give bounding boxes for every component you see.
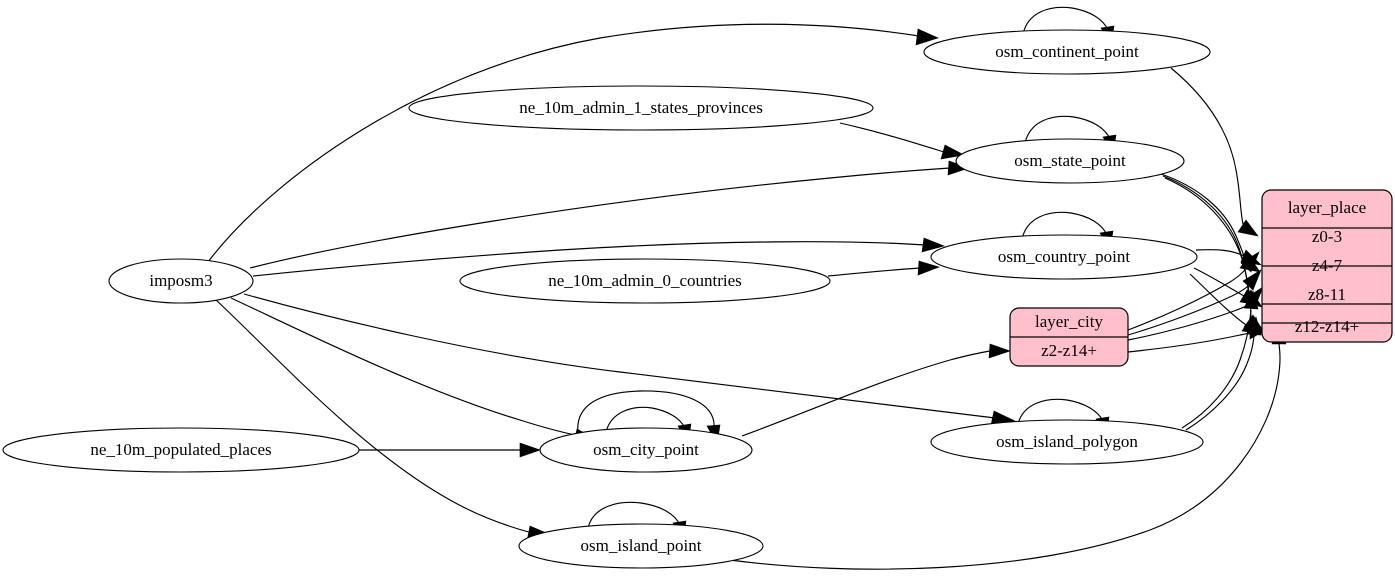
node-label-ne-10m-admin-1-states-provinces: ne_10m_admin_1_states_provinces xyxy=(519,98,763,117)
node-ne-10m-admin-0-countries[interactable]: ne_10m_admin_0_countries xyxy=(459,258,831,304)
node-layer: imposm3 ne_10m_admin_1_states_provinces … xyxy=(2,29,1211,569)
edge-osm-island-polygon-to-layer-place-z8-11 xyxy=(1181,290,1259,429)
node-imposm3[interactable]: imposm3 xyxy=(108,258,254,304)
edge-ne-admin-0-to-osm-country-point xyxy=(827,260,940,277)
edge-osm-continent-point-to-layer-place-z0-3 xyxy=(1170,67,1259,237)
edge-imposm3-to-osm-city-point xyxy=(230,297,598,444)
node-label-ne-10m-admin-0-countries: ne_10m_admin_0_countries xyxy=(548,271,742,290)
edge-imposm3-to-osm-continent-point xyxy=(207,23,939,263)
node-osm-continent-point[interactable]: osm_continent_point xyxy=(923,29,1211,75)
record-layer-city[interactable]: layer_city z2-z14+ xyxy=(1009,307,1129,367)
node-label-osm-state-point: osm_state_point xyxy=(1014,151,1126,170)
edge-layer-city-to-layer-place-z0-3 xyxy=(1127,251,1260,331)
node-label-ne-10m-populated-places: ne_10m_populated_places xyxy=(90,440,271,459)
edge-osm-city-point-to-layer-city xyxy=(741,343,1011,437)
edge-ne-populated-places-to-osm-city-point xyxy=(359,442,541,458)
record-header-layer-city: layer_city xyxy=(1035,312,1103,331)
node-label-imposm3: imposm3 xyxy=(149,271,212,290)
record-layer-place[interactable]: layer_place z0-3 z4-7 z8-11 z12-z14+ xyxy=(1261,189,1393,343)
edge-imposm3-to-osm-island-point xyxy=(215,299,552,542)
node-osm-country-point[interactable]: osm_country_point xyxy=(930,234,1198,280)
edge-imposm3-to-osm-island-polygon xyxy=(243,293,1016,426)
edge-imposm3-to-osm-state-point xyxy=(249,160,970,269)
edge-imposm3-to-osm-country-point xyxy=(252,237,945,277)
node-label-osm-continent-point: osm_continent_point xyxy=(995,42,1139,61)
edge-osm-island-polygon-to-layer-place-z12-z14 xyxy=(1185,316,1262,431)
node-label-osm-island-point: osm_island_point xyxy=(581,536,702,555)
node-label-osm-country-point: osm_country_point xyxy=(998,247,1130,266)
edge-ne-admin-1-to-osm-state-point xyxy=(839,122,965,160)
record-row-layer-place-z8-11[interactable]: z8-11 xyxy=(1308,285,1346,304)
record-layer: layer_place z0-3 z4-7 z8-11 z12-z14+ lay… xyxy=(1009,189,1393,367)
edge-layer-city-to-layer-place-z4-7 xyxy=(1127,269,1262,336)
record-row-layer-city-z2-z14[interactable]: z2-z14+ xyxy=(1041,341,1097,360)
record-header-layer-place: layer_place xyxy=(1288,198,1366,217)
node-ne-10m-populated-places[interactable]: ne_10m_populated_places xyxy=(2,427,360,473)
node-osm-city-point[interactable]: osm_city_point xyxy=(539,427,753,473)
node-osm-island-point[interactable]: osm_island_point xyxy=(518,523,764,569)
node-osm-island-polygon[interactable]: osm_island_polygon xyxy=(930,419,1204,465)
node-label-osm-city-point: osm_city_point xyxy=(593,440,699,459)
node-label-osm-island-polygon: osm_island_polygon xyxy=(996,432,1138,451)
node-osm-state-point[interactable]: osm_state_point xyxy=(955,138,1185,184)
record-row-layer-place-z4-7[interactable]: z4-7 xyxy=(1312,256,1343,275)
record-row-layer-place-z0-3[interactable]: z0-3 xyxy=(1312,227,1342,246)
record-row-layer-place-z12-z14[interactable]: z12-z14+ xyxy=(1295,317,1359,336)
node-ne-10m-admin-1-states-provinces[interactable]: ne_10m_admin_1_states_provinces xyxy=(408,85,874,131)
